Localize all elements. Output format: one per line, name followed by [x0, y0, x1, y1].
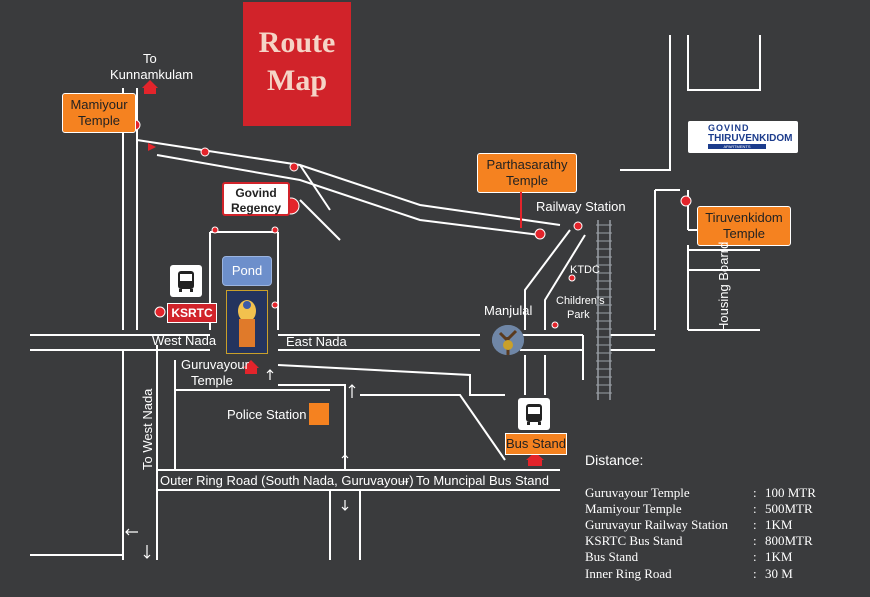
govind-thiruvenkidom-apartments-logo: GOVIND THIRUVENKIDOM APARTMENTS — [688, 121, 798, 153]
park-label: Park — [567, 309, 590, 321]
police-station-label: Police Station — [227, 407, 307, 422]
distance-row-value: 1KM — [765, 517, 793, 532]
arrow-right-icon: → — [398, 472, 411, 487]
east-nada-label: East Nada — [286, 334, 347, 349]
ksrtc-bus-icon — [170, 265, 202, 297]
distance-row-place: Inner Ring Road — [585, 566, 672, 581]
manjulal-label: Manjulal — [484, 303, 533, 318]
bus-stand-label: Bus Stand — [505, 433, 567, 455]
mamiyour-line-2: Temple — [78, 113, 120, 128]
route-map-title: Route Map — [243, 2, 351, 126]
distance-row-sep: : — [753, 485, 757, 500]
apt-logo-line-2: THIRUVENKIDOM — [708, 133, 793, 144]
police-station-marker — [309, 403, 329, 425]
tiruvenkidom-temple-box: Tiruvenkidom Temple — [697, 206, 791, 246]
regency-line-2: Regency — [230, 201, 282, 215]
distance-row-value: 800MTR — [765, 533, 813, 548]
railway-station-label: Railway Station — [536, 199, 626, 214]
distance-row-place: Guruvayur Railway Station — [585, 517, 728, 532]
manjulal-tree-image — [492, 325, 524, 355]
tiruvenkidom-line-2: Temple — [723, 226, 765, 241]
distance-row-place: KSRTC Bus Stand — [585, 533, 683, 548]
to-muncipal-label: To Muncipal Bus Stand — [416, 473, 549, 488]
distance-row-sep: : — [753, 533, 757, 548]
distance-row-sep: : — [753, 517, 757, 532]
to-west-nada-label: To West Nada — [140, 388, 155, 470]
mamiyour-temple-box: Mamiyour Temple — [62, 93, 136, 133]
childrens-label: Children's — [556, 295, 605, 307]
title-line-1: Route — [258, 26, 336, 59]
distance-row-sep: : — [753, 549, 757, 564]
parthasarathy-line-2: Temple — [506, 173, 548, 188]
housing-board-label: Housing Boarrd — [716, 241, 731, 332]
parthasarathy-pointer — [520, 192, 522, 228]
to-label: To — [143, 51, 157, 66]
mamiyour-line-1: Mamiyour — [70, 97, 128, 112]
distance-row-place: Mamiyour Temple — [585, 501, 682, 516]
pond-box: Pond — [222, 256, 272, 286]
apt-logo-line-1: GOVIND — [708, 123, 750, 133]
distance-row-sep: : — [753, 501, 757, 516]
distance-row-value: 1KM — [765, 549, 793, 564]
tiruvenkidom-line-1: Tiruvenkidom — [705, 210, 783, 225]
regency-line-1: Govind — [235, 186, 277, 200]
parthasarathy-temple-box: Parthasarathy Temple — [477, 153, 577, 193]
distance-row-place: Guruvayour Temple — [585, 485, 690, 500]
parthasarathy-line-1: Parthasarathy — [486, 157, 568, 172]
guruvayour-label: Guruvayour — [181, 357, 249, 372]
distance-row-place: Bus Stand — [585, 549, 639, 564]
guruvayur-temple-image — [226, 290, 268, 354]
distance-row-value: 100 MTR — [765, 485, 816, 500]
distance-row-value: 500MTR — [765, 501, 813, 516]
ktdc-label: KTDC — [570, 264, 600, 276]
distance-title: Distance: — [585, 452, 644, 468]
bus-stand-icon — [518, 398, 550, 430]
temple-label: Temple — [191, 373, 233, 388]
ksrtc-label: KSRTC — [167, 303, 217, 323]
apt-logo-line-3: APARTMENTS — [708, 144, 766, 149]
distance-row-value: 30 M — [765, 566, 793, 581]
title-line-2: Map — [267, 64, 327, 97]
outer-ring-road-label: Outer Ring Road (South Nada, Guruvayour) — [160, 473, 414, 488]
govind-regency-box: Govind Regency — [222, 182, 290, 216]
distance-row-sep: : — [753, 566, 757, 581]
west-nada-label: West Nada — [152, 333, 217, 348]
kunnamkulam-label: Kunnamkulam — [110, 67, 194, 82]
